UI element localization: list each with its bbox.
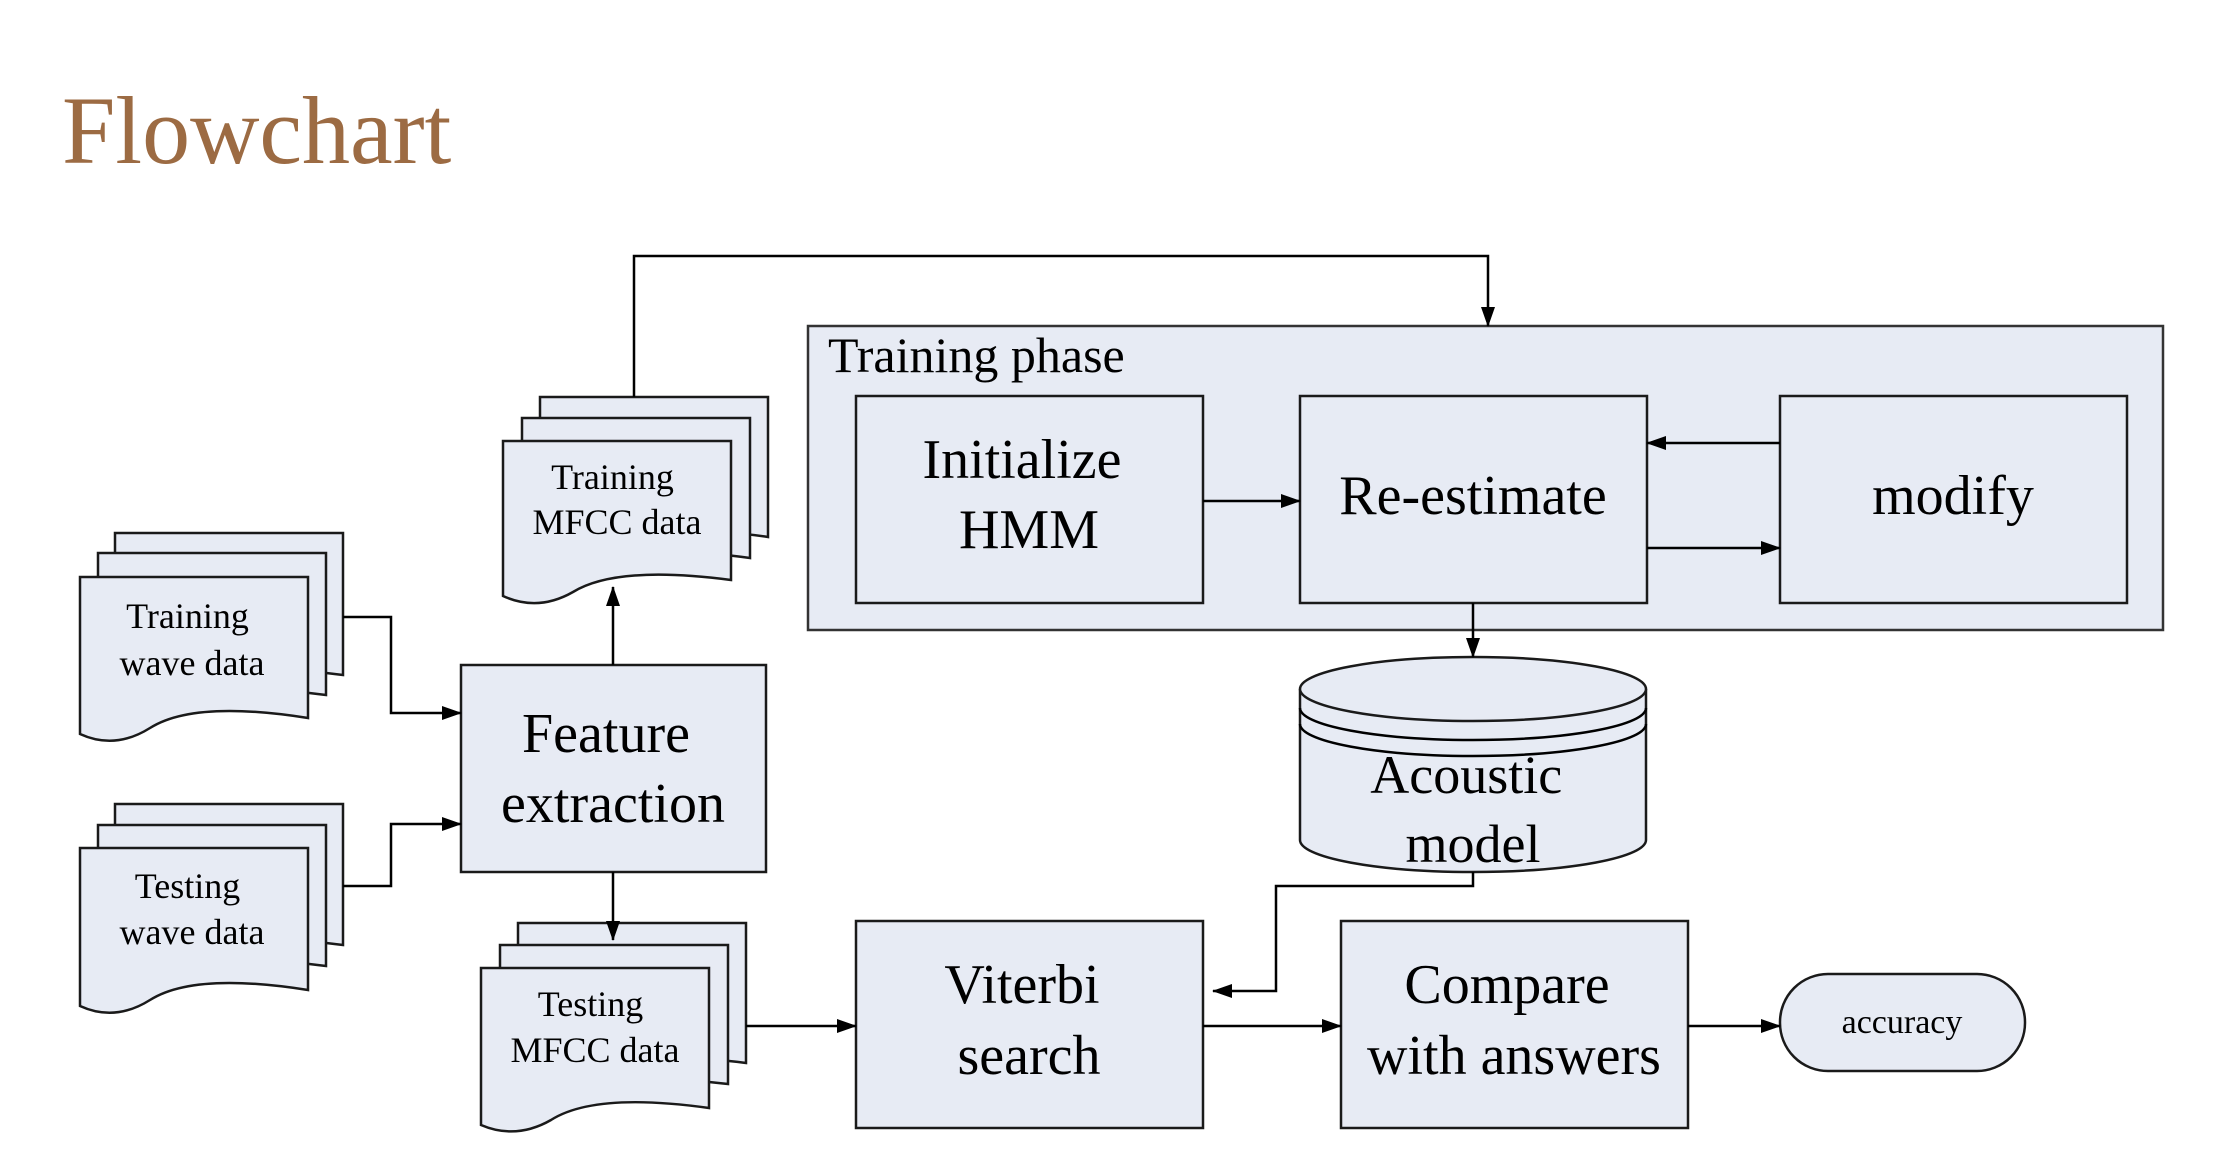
training-wave-data-document: Training wave data bbox=[78, 531, 345, 742]
connectors bbox=[343, 254, 1781, 1033]
page-title: Flowchart bbox=[62, 77, 452, 184]
acoustic-model-database: Acoustic model bbox=[1298, 655, 1648, 874]
arrow-training-mfcc-to-training-phase bbox=[632, 254, 1495, 397]
feature-extraction-box bbox=[459, 663, 768, 874]
modify-box bbox=[1778, 394, 2129, 605]
svg-text:Acoustic model: Acoustic model bbox=[1370, 745, 1575, 874]
compare-with-answers-label: Compare with answers bbox=[1367, 954, 1661, 1087]
feature-extraction-label: Feature extraction bbox=[501, 703, 725, 835]
arrow-testing-wave-to-feature bbox=[343, 817, 462, 888]
viterbi-search-label: Viterbi search bbox=[944, 954, 1113, 1087]
accuracy-label: accuracy bbox=[1842, 1004, 1963, 1041]
svg-text:Testing MFCC data: Testing MFCC data bbox=[510, 984, 679, 1070]
svg-text:Testing wave data: Testing wave data bbox=[120, 866, 265, 952]
initialize-hmm-box bbox=[854, 394, 1205, 605]
svg-text:Training wave data: Training wave data bbox=[120, 596, 265, 683]
initialize-hmm-label: Initialize HMM bbox=[922, 429, 1135, 561]
arrow-acoustic-model-to-viterbi bbox=[1212, 872, 1475, 998]
training-mfcc-data-document: Training MFCC data bbox=[501, 395, 770, 605]
modify-label: modify bbox=[1872, 465, 2034, 527]
re-estimate-box bbox=[1298, 394, 1649, 605]
viterbi-search-box bbox=[854, 919, 1205, 1130]
compare-with-answers-box bbox=[1339, 919, 1690, 1130]
svg-text:Training MFCC data: Training MFCC data bbox=[532, 457, 701, 542]
training-phase-label: Training phase bbox=[828, 327, 1125, 383]
testing-mfcc-data-document: Testing MFCC data bbox=[479, 921, 748, 1133]
re-estimate-label: Re-estimate bbox=[1339, 465, 1606, 527]
arrow-training-wave-to-feature bbox=[343, 615, 462, 720]
testing-wave-data-document: Testing wave data bbox=[78, 802, 345, 1014]
